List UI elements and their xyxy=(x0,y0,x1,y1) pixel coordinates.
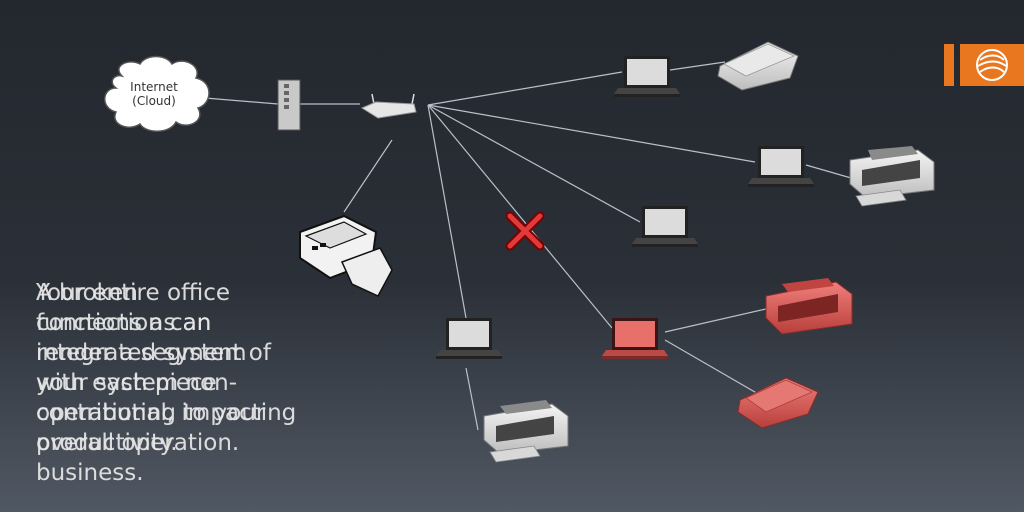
brand-bar xyxy=(944,44,954,86)
cloud-label: Internet (Cloud) xyxy=(130,80,178,108)
fax-icon xyxy=(299,214,393,297)
laptop-icon-failed xyxy=(602,318,668,359)
link-router-laptop-3 xyxy=(427,104,641,223)
link-red-scanner xyxy=(664,339,761,396)
connection-lines xyxy=(204,61,859,431)
printer-icon xyxy=(483,400,569,463)
laptop-icon xyxy=(436,318,502,359)
scanner-icon-failed xyxy=(737,377,819,429)
link-cloud-modem xyxy=(204,97,279,105)
router-icon xyxy=(360,93,417,119)
link-red-printer xyxy=(664,307,771,333)
cloud-icon xyxy=(104,55,210,132)
laptop-icon xyxy=(632,206,698,247)
laptop-icon xyxy=(748,146,814,187)
printer-icon-failed xyxy=(765,278,853,335)
link-router-fax xyxy=(343,139,393,213)
link-laptop-scanner xyxy=(669,61,726,71)
link-laptop-printer xyxy=(805,164,859,181)
modem-icon xyxy=(277,79,301,131)
link-router-laptop-2 xyxy=(427,104,756,163)
link-laptop-printer-bottom xyxy=(465,367,479,431)
brand-logo-icon xyxy=(976,49,1008,81)
broken-link-icon xyxy=(505,211,545,251)
link-router-laptop-1 xyxy=(427,71,623,106)
link-router-laptop-4 xyxy=(427,104,467,319)
printer-icon xyxy=(849,146,935,207)
caption-integrated-system: Your entire office functions as an integ… xyxy=(36,280,266,486)
brand-box xyxy=(960,44,1024,86)
laptop-icon xyxy=(614,56,680,97)
link-router-laptop-red xyxy=(427,104,613,329)
caption-broken-connection: A broken connection can render a segment… xyxy=(36,280,297,456)
brand-logo xyxy=(944,44,1024,86)
scanner-icon xyxy=(717,41,799,91)
